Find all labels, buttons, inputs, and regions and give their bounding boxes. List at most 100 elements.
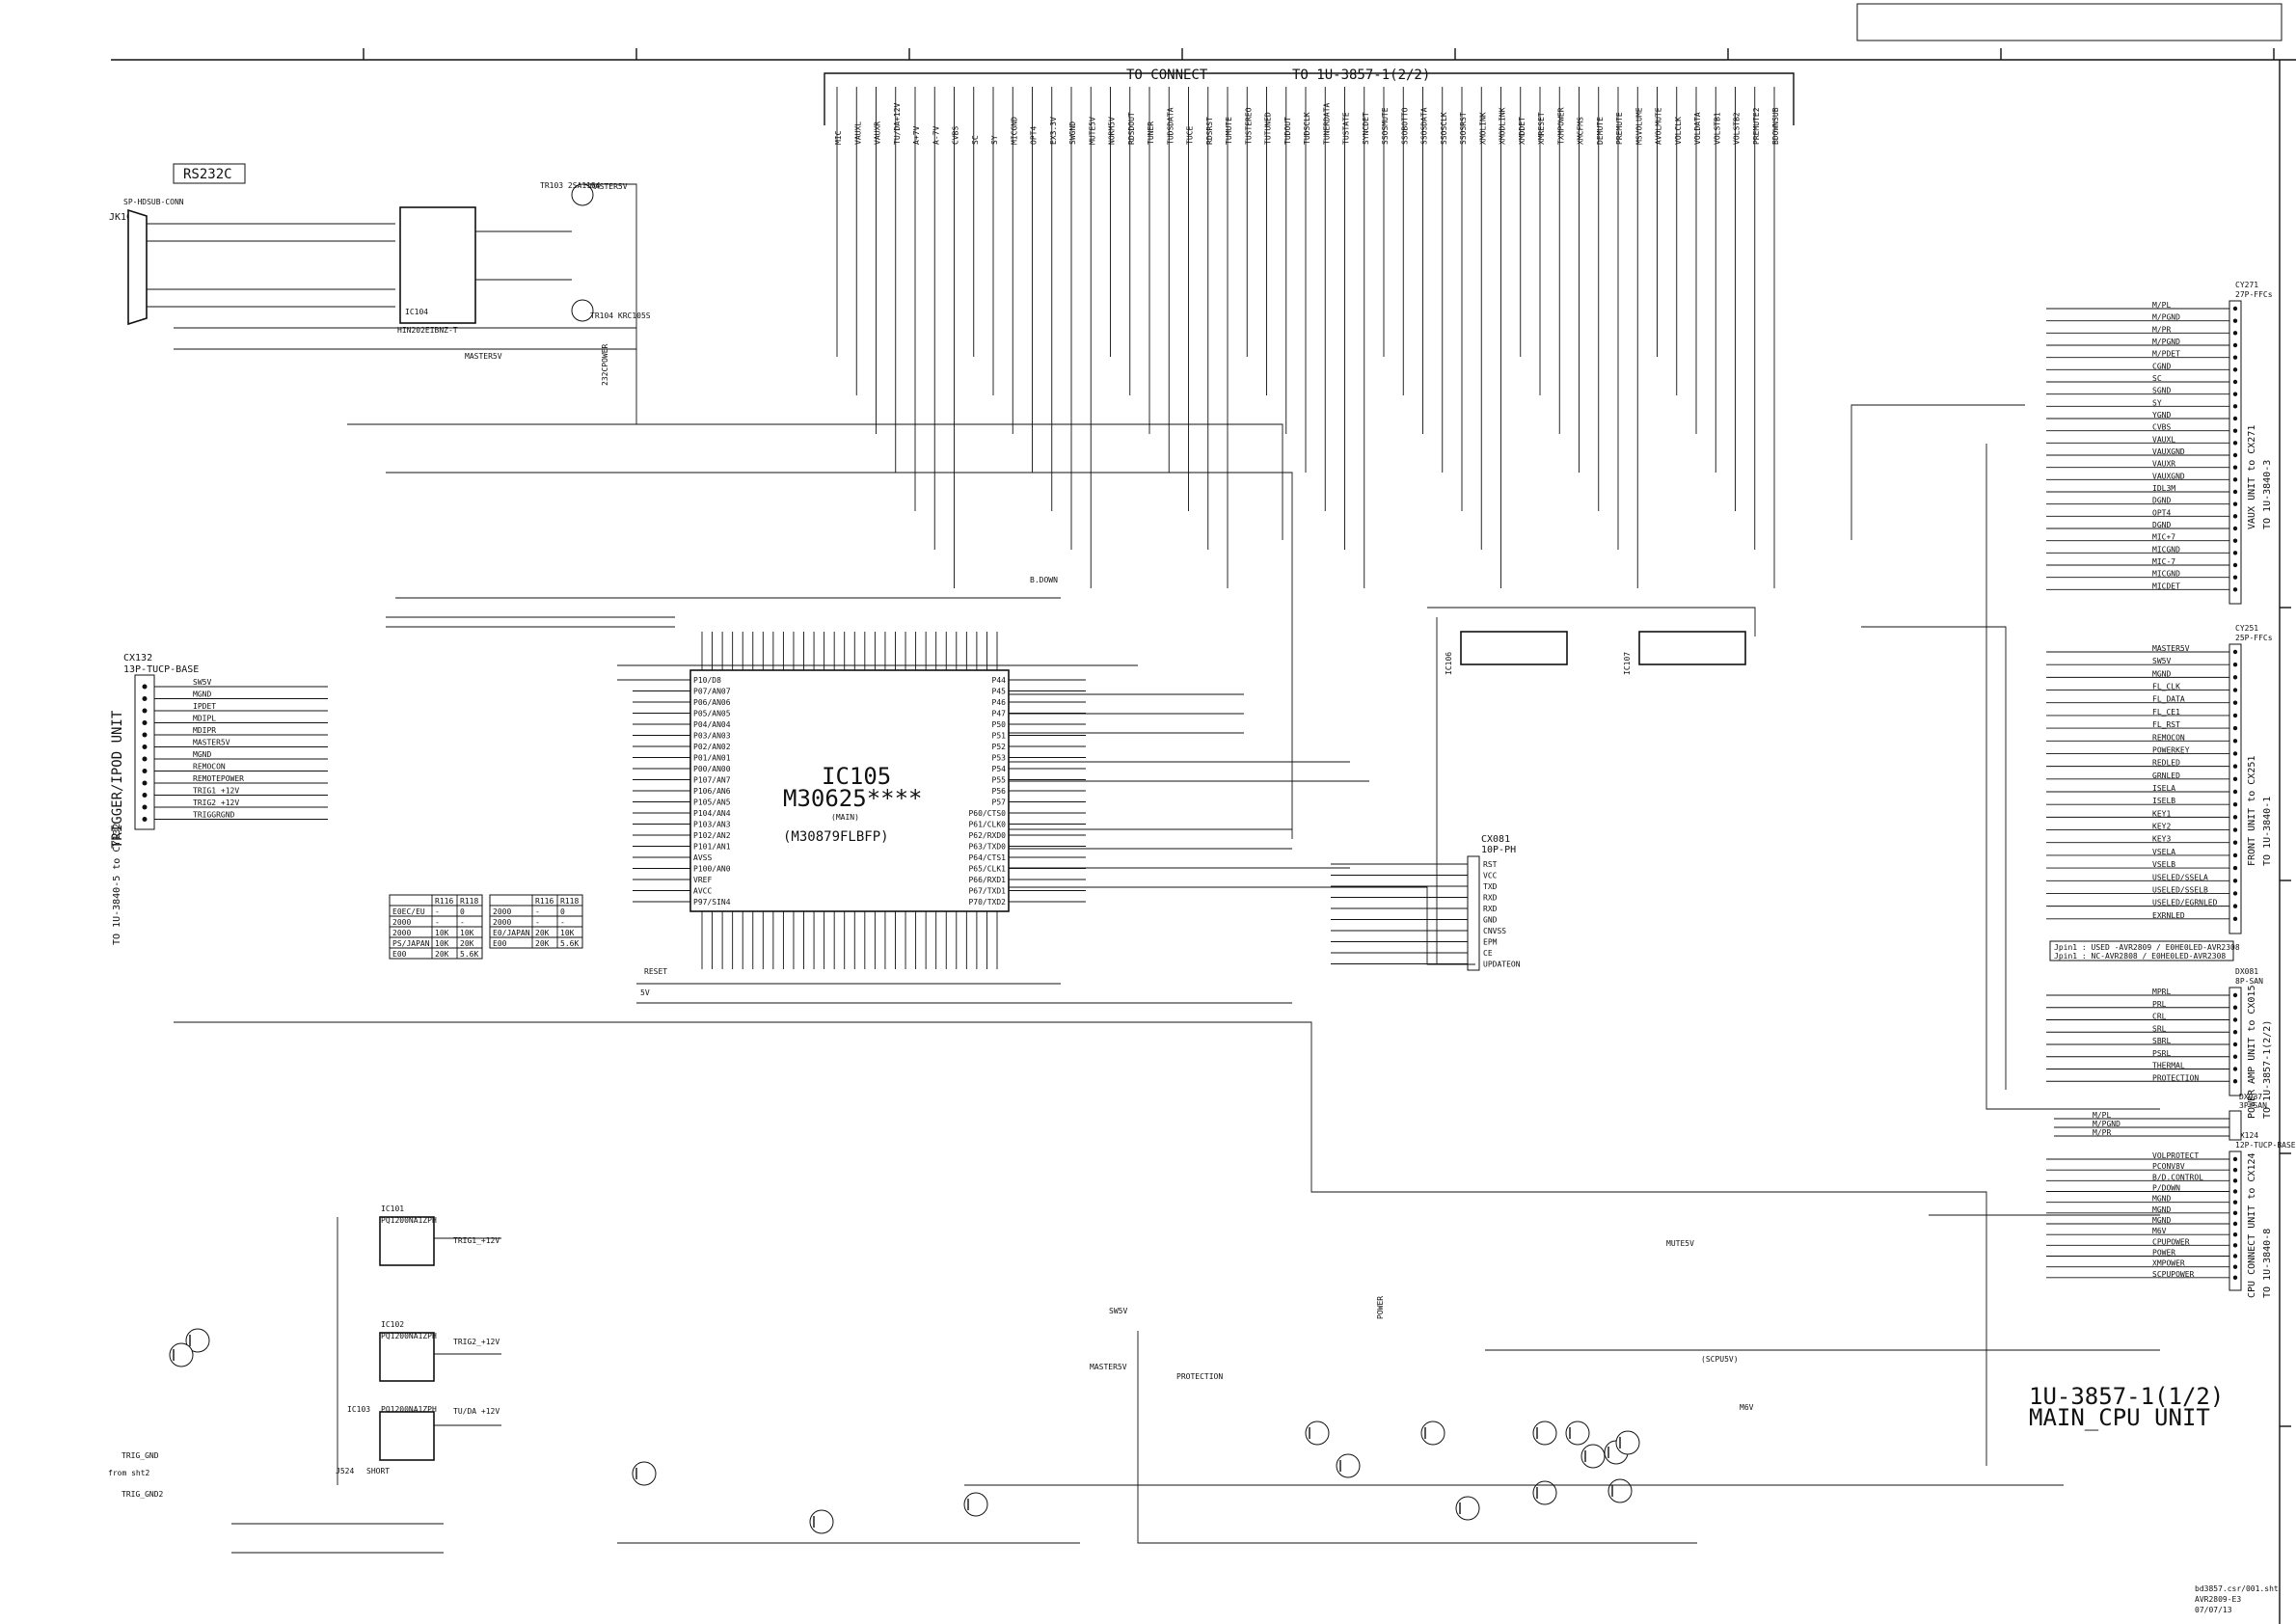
top-connector-bracket: TO CONNECT TO 1U-3857-1(2/2) [824, 68, 1795, 125]
option-table-cell: 2000 [493, 907, 511, 916]
rs232c-label-box [173, 163, 246, 184]
right-connector-signal: XMPOWER [2152, 1259, 2185, 1268]
ic105-right-pin: P46 [992, 698, 1007, 707]
ic105-top-pins [701, 632, 998, 670]
right-connector-pin [2232, 789, 2238, 795]
right-connector-pin [2232, 649, 2238, 655]
option-table-cell: 20K [535, 939, 550, 948]
right-connector-pin [2232, 865, 2238, 871]
top-bus-label: MSVOLUME [1634, 107, 1643, 145]
top-bus-label: VOLSTB1 [1713, 112, 1721, 145]
ic106-body [1460, 631, 1568, 665]
option-table-cell: E0EC/EU [392, 907, 425, 916]
tr104-symbol [571, 299, 594, 322]
cx081-signal: RXD [1483, 905, 1498, 913]
top-bus-label: TUDSDATA [1166, 107, 1175, 145]
right-connector-signal: MIC-7 [2152, 557, 2175, 566]
option-table-cell: 0 [560, 907, 565, 916]
right-connector-signal: CVBS [2152, 423, 2171, 432]
right-connector-pin [2232, 827, 2238, 832]
dx037-signal: M/PGND [2093, 1120, 2120, 1128]
net-trig-gnd2: TRIG_GND2 [122, 1490, 164, 1499]
option-table-cell: 10K [460, 929, 474, 937]
right-connector-pin [2232, 342, 2238, 348]
ic105-right-pin: P47 [992, 710, 1007, 718]
ic105-left-pin: P106/AN6 [693, 787, 731, 796]
net-power: POWER [1376, 1296, 1385, 1319]
right-connector-pin [2232, 501, 2238, 506]
right-connector-signal: FL_DATA [2152, 695, 2185, 704]
ic105-left-pin: P02/AN02 [693, 743, 731, 751]
cx132-signal-label: TRIG2_+12V [193, 798, 239, 807]
ic105-right-pin: P65/CLK1 [968, 865, 1006, 874]
cx132-pin [142, 720, 148, 725]
right-connector-pin [2232, 441, 2238, 446]
option-table-cell: - [560, 918, 565, 927]
option-table-cell: R118 [560, 897, 579, 906]
right-connector-pin [2232, 538, 2238, 543]
ic101-part: PQ1200NA1ZPH [381, 1216, 437, 1225]
cx081-signal: RST [1483, 860, 1498, 869]
right-connector-pin [2232, 764, 2238, 769]
right-connector-signal: VAUXGND [2152, 447, 2185, 456]
right-connector-body [2228, 643, 2242, 934]
cx081-signal: RXD [1483, 894, 1498, 903]
right-connector-pin [2232, 416, 2238, 421]
ic105-left-pin: P104/AN4 [693, 809, 731, 818]
top-bus-label: VOLDATA [1693, 112, 1702, 145]
right-connector-signal: SRL [2152, 1024, 2167, 1033]
ic105-left-pin: AVSS [693, 853, 712, 862]
right-connector-pin [2232, 1210, 2238, 1216]
top-bus-label: PREMUTE [1615, 112, 1624, 145]
ic102-part: PQ1200NA1ZPH [381, 1332, 437, 1340]
top-bus-label: TUNER [1147, 122, 1155, 145]
right-connector-signal: VSELB [2152, 860, 2175, 869]
option-table [489, 894, 583, 949]
cx132-pin [142, 696, 148, 701]
option-table-cell: 0 [460, 907, 465, 916]
title-block: 1U-3857-1(1/2) MAIN_CPU UNIT bd3857.csr/… [2029, 1383, 2279, 1614]
right-connector-sub-label: TO 1U-3857-1(2/2) [2262, 1020, 2273, 1119]
top-bus-label: TUNERDATA [1322, 102, 1331, 145]
right-connector-type: 25P-FFCs [2235, 634, 2273, 642]
transistor-symbol [1336, 1453, 1361, 1478]
right-connector-pin [2232, 725, 2238, 731]
option-table-cell: 20K [460, 939, 474, 948]
cx132-signal-label: REMOCON [193, 763, 226, 771]
net-bdown: B.DOWN [1030, 576, 1058, 584]
right-connector-pin [2232, 355, 2238, 360]
ic105-right-pin: P53 [992, 754, 1007, 763]
option-table-cell: 2000 [392, 929, 411, 937]
ic101-body [379, 1216, 435, 1266]
right-connector-signal: SY [2152, 398, 2162, 407]
ic105-right-pin: P45 [992, 688, 1007, 696]
right-connector-pin [2232, 1079, 2238, 1084]
dx037-signal: M/PR [2093, 1128, 2111, 1137]
right-connector-ref: DX081 [2235, 967, 2258, 976]
right-connector-signal: MGND [2152, 1216, 2171, 1225]
ic107-ref: IC107 [1623, 652, 1632, 675]
ic105-left-pin: P00/AN00 [693, 765, 731, 773]
option-table-cell: E00 [493, 939, 507, 948]
top-bus-label: AVOLMUTE [1655, 107, 1663, 145]
ic105-right-pin: P67/TXD1 [968, 887, 1006, 896]
right-connector-signal: VOLPROTECT [2152, 1151, 2199, 1160]
right-connector-pin [2232, 1221, 2238, 1227]
top-bus-label: EX3.3V [1049, 117, 1058, 145]
right-connector-signal: REMOCON [2152, 733, 2185, 742]
jack-ref: JK101 [109, 212, 138, 223]
file-line-1: bd3857.csr/001.sht [2195, 1584, 2279, 1593]
cx132-pin [142, 769, 148, 773]
right-connector-pin [2232, 916, 2238, 922]
right-connector-pin [2232, 404, 2238, 409]
option-table-cell: R118 [460, 897, 478, 906]
top-bus-label: TUSTEREO [1244, 107, 1253, 145]
right-connector-pin [2232, 1189, 2238, 1194]
top-bus-label: TUSTATE [1342, 112, 1351, 145]
right-connector-signal: PRL [2152, 1000, 2167, 1009]
right-connector-signal: VAUXR [2152, 460, 2175, 469]
cx132-signal-label: TRIG1_+12V [193, 787, 239, 796]
right-connector-pin [2232, 1067, 2238, 1071]
